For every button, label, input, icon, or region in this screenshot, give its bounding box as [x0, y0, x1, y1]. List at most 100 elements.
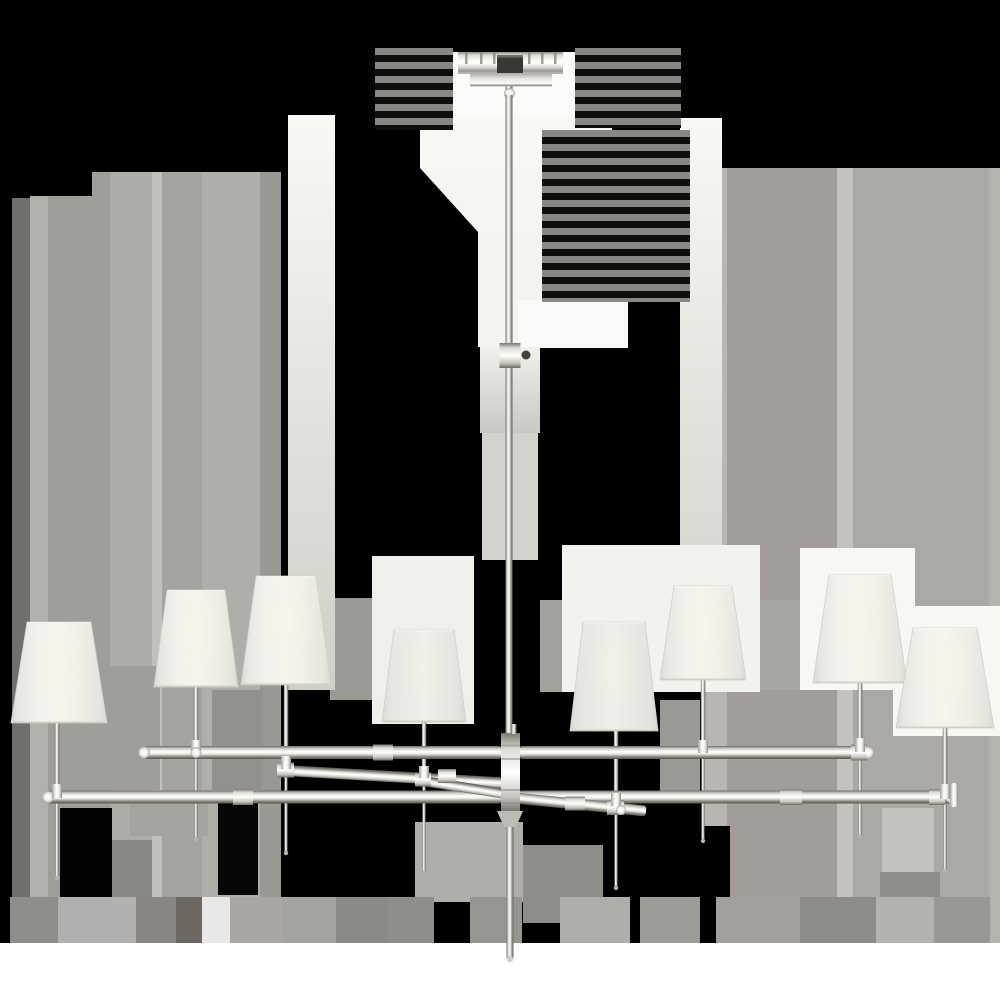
finial-tip — [700, 838, 706, 844]
shade-center-back-left — [381, 629, 467, 723]
finial-tip — [283, 850, 289, 856]
bottom-tile-13 — [716, 897, 800, 943]
bottom-tile-15 — [876, 897, 934, 943]
shade-center-back-left-bottom-edge — [384, 720, 464, 722]
left-panel-band — [152, 172, 162, 943]
shade-right-3-bottom-edge — [662, 678, 744, 680]
shade-right-2-bottom-edge — [815, 681, 905, 683]
canopy-drum-tick — [465, 53, 468, 64]
canopy-cup — [470, 74, 552, 86]
mottle-step-3 — [212, 690, 262, 790]
main-downrod — [505, 95, 513, 735]
junction-pill-h — [950, 783, 958, 807]
bottom-tile-8 — [336, 897, 388, 943]
junction-ball-b — [190, 747, 202, 758]
shade-far-right-glow — [918, 632, 972, 708]
arm-coupling — [438, 769, 456, 783]
bottom-tile-2 — [58, 897, 136, 943]
shade-far-left — [10, 621, 108, 724]
shade-left-3 — [240, 575, 332, 686]
candle-cup-c — [281, 756, 291, 769]
stem-white-bar — [518, 300, 628, 348]
candle-cup-d — [419, 766, 429, 778]
arm-coupling — [565, 796, 585, 811]
finial-tip — [942, 868, 948, 874]
shade-far-right-top-edge — [914, 628, 976, 630]
left-panel-band — [30, 172, 48, 943]
shade-center-front-right — [569, 621, 659, 732]
shade-right-2 — [812, 574, 908, 684]
candle-cup-b — [191, 740, 201, 753]
hub-ring — [501, 744, 520, 747]
bottom-tile-12 — [640, 897, 700, 943]
canopy-cup-rim — [470, 84, 552, 87]
shade-right-2-top-edge — [830, 575, 890, 577]
finial-rod-d — [422, 786, 426, 872]
shade-right-3-glow — [678, 589, 728, 662]
finial-tip — [857, 834, 863, 840]
bottom-tile-7 — [282, 897, 336, 943]
bottom-tile-14 — [800, 897, 876, 943]
canopy-drum-tick — [541, 53, 544, 64]
arm-end-cap — [138, 746, 150, 759]
hub-pin — [511, 724, 517, 734]
mottle-step-11 — [882, 808, 934, 872]
shade-center-front-right-top-edge — [584, 622, 644, 624]
candle-stem-c — [283, 685, 289, 768]
canopy-drum-tick — [493, 53, 496, 64]
bottom-tile-1 — [10, 897, 58, 943]
shade-left-3-top-edge — [257, 576, 315, 578]
shade-left-2-top-edge — [168, 590, 224, 592]
bottom-tile-11 — [560, 897, 630, 943]
left-edge-strip — [12, 198, 30, 943]
shade-left-2-bottom-edge — [156, 685, 236, 687]
shade-right-3 — [659, 585, 747, 681]
finial-rod-a — [55, 797, 59, 877]
candle-cup-e — [611, 793, 621, 806]
shade-far-right-bottom-edge — [898, 726, 992, 728]
shade-far-right — [895, 627, 995, 729]
downrod-coupling-knob — [521, 350, 531, 360]
lower-arm-left — [47, 790, 503, 804]
bottom-tile-3 — [136, 897, 176, 943]
left-panel-top-notch — [30, 172, 92, 196]
shade-far-left-bottom-edge — [13, 721, 105, 723]
mottle-step-7 — [415, 822, 523, 902]
shade-left-2-glow — [171, 593, 221, 668]
candle-stem-b — [193, 687, 199, 747]
finial-rod-e — [614, 812, 618, 887]
center-finial-rod — [506, 824, 514, 958]
bottom-tile-6 — [230, 897, 282, 943]
arm-coupling — [780, 789, 802, 805]
center-finial-tip — [506, 955, 514, 963]
candle-stem-h — [942, 728, 948, 794]
black-notch-left-2 — [218, 800, 258, 895]
finial-rod-c — [284, 775, 288, 852]
candle-stem-a — [54, 723, 60, 790]
hub-ring — [501, 789, 520, 791]
shade-far-left-top-edge — [28, 622, 90, 624]
candle-stem-g — [857, 683, 863, 747]
shade-right-3-top-edge — [675, 586, 731, 588]
candle-stem-f — [700, 680, 706, 747]
candle-cup-f — [698, 740, 708, 753]
shade-center-back-left-top-edge — [395, 630, 453, 632]
finial-rod-h — [943, 800, 947, 870]
upper-arm-right — [519, 746, 868, 759]
candle-stem-e — [613, 731, 619, 806]
bottom-white-band — [0, 943, 1000, 1000]
shade-left-3-bottom-edge — [243, 683, 329, 685]
bottom-tile-4 — [176, 897, 202, 943]
stripe-panel-mid — [542, 130, 690, 302]
mottle-step-4 — [330, 598, 372, 700]
arm-coupling — [233, 789, 253, 805]
candle-cup-g — [855, 738, 865, 752]
arm-end-cap — [42, 791, 54, 803]
canopy-mount-block-top — [497, 55, 523, 58]
stripe-panel-top-left — [375, 48, 453, 130]
hub-bottom-cap — [497, 811, 523, 827]
mottle-step-1 — [108, 666, 160, 790]
hub-ring — [501, 802, 520, 804]
upper-arm-left — [143, 746, 502, 759]
